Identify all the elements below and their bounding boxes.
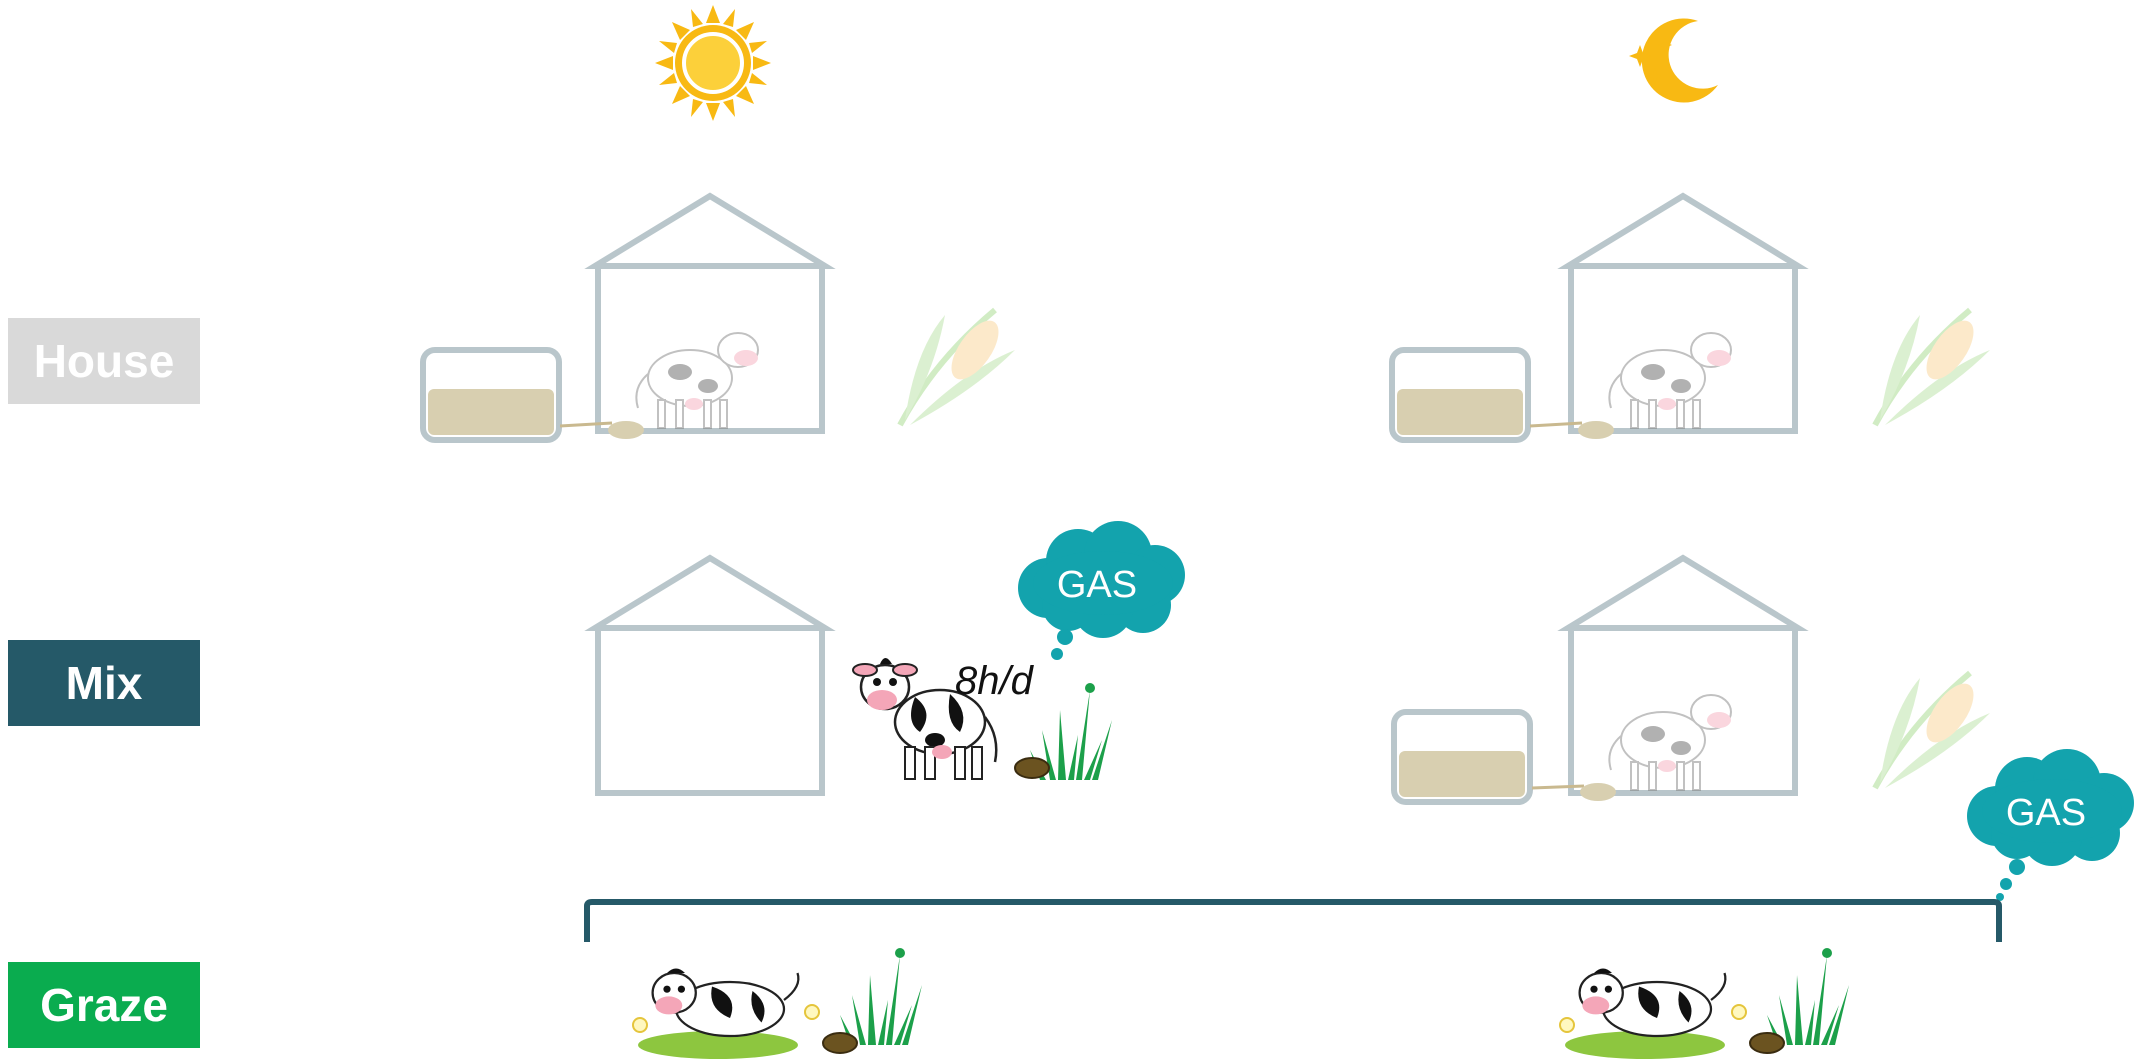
manure-tank-mix-night bbox=[1394, 712, 1530, 802]
manure-tank-house-day bbox=[423, 350, 559, 440]
row-label-house: House bbox=[8, 318, 200, 404]
gas-label-graze: GAS bbox=[2006, 792, 2086, 834]
manure-arrow bbox=[559, 421, 613, 428]
cow-mix-night bbox=[1608, 694, 1732, 791]
dung-graze-day bbox=[822, 1032, 858, 1054]
manure-pile bbox=[608, 421, 644, 439]
meadow-patch bbox=[638, 1031, 798, 1059]
row-label-graze: Graze bbox=[8, 962, 200, 1048]
grass-graze-day bbox=[840, 948, 922, 1045]
manure-tank-house-night bbox=[1392, 350, 1528, 440]
cow-lying-graze-night bbox=[1578, 968, 1727, 1038]
cow-lying-graze-day bbox=[651, 968, 800, 1038]
corn-feed-house-day bbox=[900, 310, 1015, 425]
dung-graze-night bbox=[1749, 1032, 1785, 1054]
cow-house-day bbox=[635, 332, 759, 429]
graze-day-group bbox=[632, 948, 922, 1059]
graze-bracket bbox=[584, 899, 2002, 942]
grazing-duration-label: 8h/d bbox=[955, 659, 1035, 703]
grass-graze-night bbox=[1767, 948, 1849, 1045]
gas-cloud-graze bbox=[1967, 749, 2134, 901]
sun-icon bbox=[655, 5, 771, 121]
row-label-mix: Mix bbox=[8, 640, 200, 726]
mix-day-group: 8h/d GAS bbox=[595, 521, 1185, 793]
house-night-group bbox=[1392, 196, 1990, 440]
mix-night-group bbox=[1394, 558, 1990, 802]
dung-mix-day bbox=[1014, 757, 1050, 779]
cow-house-night bbox=[1608, 332, 1732, 429]
gas-label-mix: GAS bbox=[1057, 564, 1137, 606]
house-label-text: House bbox=[33, 335, 175, 387]
barn-mix-day-empty bbox=[595, 558, 825, 793]
mix-label-text: Mix bbox=[65, 657, 143, 709]
corn-feed-house-night bbox=[1875, 310, 1990, 425]
corn-feed-mix-night bbox=[1875, 673, 1990, 788]
house-day-group bbox=[423, 196, 1015, 440]
graze-night-group bbox=[1559, 948, 1849, 1059]
gas-cloud-mix bbox=[1018, 521, 1185, 660]
moon-icon bbox=[1629, 18, 1718, 103]
graze-label-text: Graze bbox=[40, 979, 168, 1031]
